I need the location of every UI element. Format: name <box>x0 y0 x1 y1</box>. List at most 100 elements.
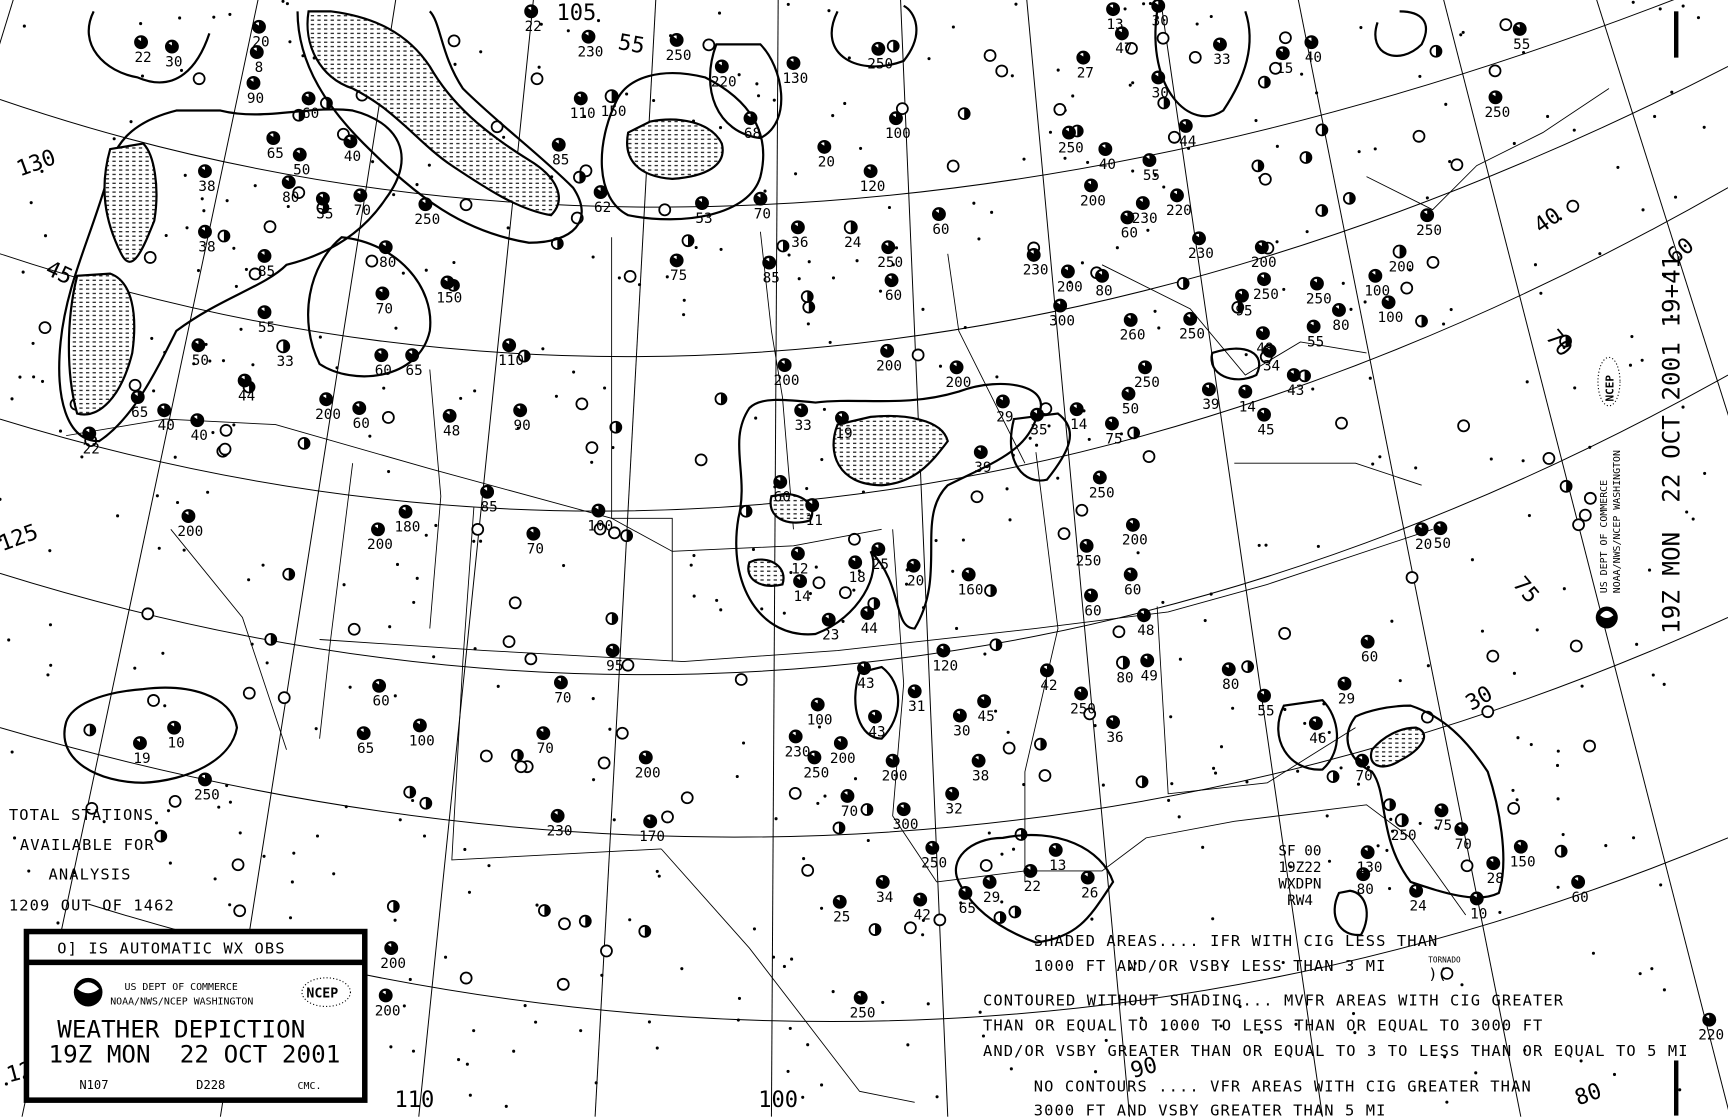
station-circle-open-icon <box>1279 31 1292 45</box>
station-circle-open-icon <box>615 726 629 740</box>
station-plot <box>356 726 371 741</box>
station-circle-open-icon <box>621 658 635 672</box>
station-overcast-icon <box>1026 247 1041 262</box>
station-plot <box>1433 521 1448 536</box>
ceiling-value: 43 <box>1287 383 1304 399</box>
station-circle-open-icon <box>1426 255 1440 269</box>
station-plot <box>292 147 307 162</box>
ceiling-value: 60 <box>372 694 389 710</box>
ceiling-value: 230 <box>1188 246 1214 262</box>
ceiling-value: 48 <box>1137 623 1154 639</box>
station-plot <box>164 39 179 54</box>
station-plot <box>374 348 389 363</box>
station-overcast-icon <box>1262 343 1277 358</box>
station-overcast-icon <box>1286 368 1301 382</box>
station-count-line3: ANALYSIS <box>48 866 131 884</box>
station-plot <box>762 255 777 270</box>
station-plot <box>1114 26 1129 41</box>
station-overcast-icon <box>164 39 179 54</box>
station-plot <box>371 522 385 537</box>
ceiling-value: 50 <box>192 353 209 369</box>
station-plot <box>885 753 900 768</box>
station-plots <box>82 0 1717 1027</box>
station-overcast-icon <box>1454 822 1469 836</box>
ceiling-value: 19 <box>835 426 852 442</box>
station-circle-open-icon <box>1507 801 1521 815</box>
station-circle-open-icon <box>694 453 708 467</box>
longitude-label: 110 <box>395 1088 435 1113</box>
station-plot <box>835 411 849 425</box>
station-circle-open-icon <box>638 924 652 938</box>
station-plot <box>1201 382 1216 397</box>
station-plot <box>82 426 97 441</box>
ceiling-value: 30 <box>953 723 970 739</box>
station-circle-open-icon <box>957 107 971 120</box>
ifr-shaded-areas <box>67 10 1426 768</box>
ceiling-value: 250 <box>850 1006 876 1022</box>
station-overcast-icon <box>167 720 182 735</box>
side-noaa-logo-icon <box>1595 606 1618 629</box>
ceiling-value: 300 <box>1049 313 1075 329</box>
noaa-logo-icon <box>73 977 103 1007</box>
station-circle-open-icon <box>1383 798 1396 812</box>
station-overcast-icon <box>301 91 316 106</box>
station-circle-open-icon <box>832 821 846 835</box>
station-plot <box>266 131 281 146</box>
station-circle-open-icon <box>868 923 882 936</box>
station-overcast-icon <box>1074 686 1089 701</box>
ceiling-value: 230 <box>577 45 603 61</box>
station-circle-open-icon <box>1269 61 1282 75</box>
station-overcast-icon <box>777 358 792 373</box>
code-cmc: CMC. <box>298 1081 322 1092</box>
station-plot <box>1106 2 1121 17</box>
ceiling-value: 110 <box>498 353 524 369</box>
station-circle-open-icon <box>739 504 753 518</box>
ceiling-value: 32 <box>946 802 963 818</box>
station-plot <box>246 76 261 90</box>
station-plot <box>591 503 606 518</box>
station-overcast-icon <box>1306 319 1321 334</box>
ceiling-value: 22 <box>83 441 100 457</box>
ceiling-value: 250 <box>414 212 440 228</box>
station-overcast-icon <box>418 197 433 212</box>
station-circle-open-icon <box>558 917 571 931</box>
station-overcast-icon <box>1170 188 1184 203</box>
station-overcast-icon <box>1702 1012 1717 1027</box>
station-circle-open-icon <box>147 694 160 707</box>
ceiling-value: 200 <box>774 373 800 389</box>
station-circle-open-icon <box>1583 739 1596 753</box>
ceiling-value: 62 <box>594 200 611 216</box>
ceiling-value: 20 <box>1415 537 1432 553</box>
station-plot <box>502 338 517 353</box>
station-overcast-icon <box>1079 538 1094 553</box>
ceiling-value: 120 <box>860 179 886 195</box>
station-plot <box>257 305 272 320</box>
station-overcast-icon <box>832 894 847 909</box>
ceiling-value: 60 <box>1572 890 1589 906</box>
ceiling-value: 200 <box>1122 533 1148 549</box>
mvfr-contours <box>58 4 1505 944</box>
station-overcast-icon <box>906 558 921 573</box>
ceiling-value: 65 <box>267 146 284 162</box>
ceiling-value: 75 <box>1435 818 1452 834</box>
station-plot <box>786 56 801 71</box>
ceiling-value: 47 <box>1115 41 1132 57</box>
station-plot <box>1257 688 1271 703</box>
ceiling-value: 39 <box>974 460 991 476</box>
station-plot <box>581 29 596 44</box>
station-overcast-icon <box>1356 867 1371 882</box>
station-plot <box>1138 360 1152 375</box>
svg-text:RW4: RW4 <box>1287 893 1313 909</box>
ceiling-value: 33 <box>1213 52 1230 68</box>
station-overcast-icon <box>356 726 371 741</box>
station-plot <box>1434 803 1449 818</box>
ceiling-value: 8 <box>255 60 264 76</box>
station-plot <box>440 275 455 290</box>
station-circle-open-icon <box>1125 41 1138 55</box>
station-plot <box>936 643 951 658</box>
ceiling-value: 60 <box>302 106 319 122</box>
station-plot <box>880 343 895 358</box>
ceiling-value: 250 <box>1070 701 1096 717</box>
note-line: NO CONTOURS .... VFR AREAS WITH CIG GREA… <box>1034 1077 1532 1095</box>
station-overcast-icon <box>1381 295 1396 310</box>
